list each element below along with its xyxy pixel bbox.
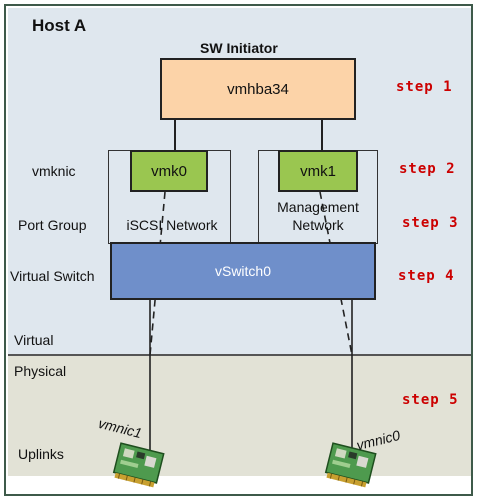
step-2-label: step 2 bbox=[399, 161, 456, 177]
vswitch-box: vSwitch0 bbox=[110, 242, 376, 300]
step-4-label: step 4 bbox=[398, 268, 455, 284]
physical-region bbox=[8, 354, 471, 476]
port-group-management-line1: Management bbox=[277, 199, 359, 215]
row-label-vmknic: vmknic bbox=[32, 163, 76, 179]
row-label-physical: Physical bbox=[14, 363, 67, 379]
vmk0-dashed-link bbox=[149, 191, 166, 356]
vmk0-label: vmk0 bbox=[151, 162, 187, 180]
row-label-virtual: Virtual bbox=[14, 332, 54, 348]
step-5-label: step 5 bbox=[402, 392, 459, 408]
sw-initiator-title: SW Initiator bbox=[200, 40, 278, 56]
row-label-uplinks: Uplinks bbox=[18, 446, 64, 462]
vmk0-box: vmk0 bbox=[130, 150, 208, 192]
vmk1-label: vmk1 bbox=[300, 162, 336, 180]
row-label-port-group: Port Group bbox=[18, 217, 87, 233]
vmk1-dashed-link bbox=[319, 191, 353, 356]
vmnic1-card-icon bbox=[112, 442, 165, 488]
vmnic0-card-icon bbox=[324, 442, 377, 488]
row-label-virtual-switch: Virtual Switch bbox=[10, 268, 95, 284]
port-group-management-line2: Network bbox=[292, 217, 344, 233]
host-title: Host A bbox=[32, 16, 87, 35]
step-1-label: step 1 bbox=[396, 79, 453, 95]
vmhba-box: vmhba34 bbox=[160, 58, 356, 120]
vmk1-box: vmk1 bbox=[278, 150, 358, 192]
port-group-iscsi-label: iSCSI Network bbox=[126, 217, 218, 233]
vmhba-label: vmhba34 bbox=[227, 80, 289, 98]
vswitch-label: vSwitch0 bbox=[214, 263, 272, 279]
step-3-label: step 3 bbox=[402, 215, 459, 231]
